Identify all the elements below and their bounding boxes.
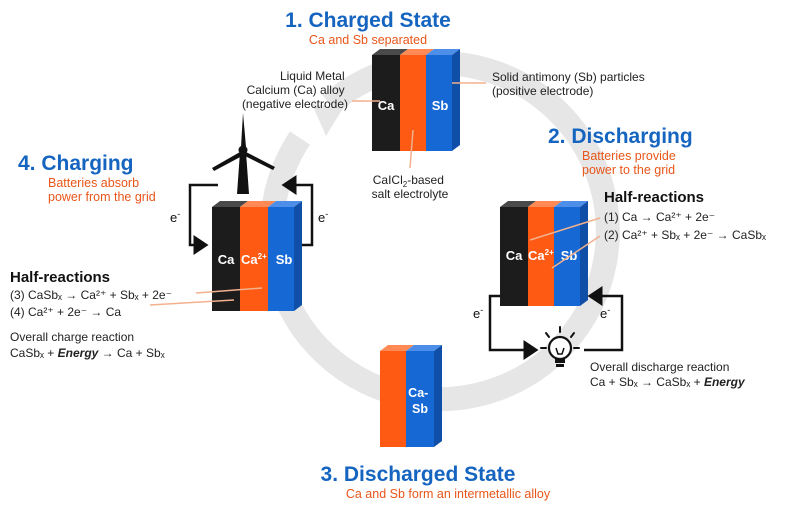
charged-label-ca: Ca — [378, 98, 395, 113]
discharged-stage: Ca- Sb 3. Discharged State Ca and Sb for… — [321, 345, 551, 501]
charged-anode-note: Liquid Metal Calcium (Ca) alloy (negativ… — [242, 69, 348, 111]
discharged-battery: Ca- Sb — [380, 345, 442, 447]
discharging-half-reactions-heading: Half-reactions — [604, 189, 704, 206]
discharging-overall-reaction: Ca + Sbₓ → CaSbₓ + Energy — [590, 375, 746, 389]
charging-half-reactions-heading: Half-reactions — [10, 269, 110, 286]
wind-turbine-icon — [212, 113, 275, 194]
discharged-subtitle: Ca and Sb form an intermetallic alloy — [346, 487, 551, 501]
charged-title: 1. Charged State — [285, 9, 451, 32]
discharging-electron-left: e- — [473, 305, 483, 321]
discharging-subtitle: Batteries provide power to the grid — [582, 149, 679, 177]
discharging-title: 2. Discharging — [548, 125, 693, 148]
charged-subtitle: Ca and Sb separated — [309, 33, 427, 47]
charging-electron-left: e- — [170, 209, 180, 225]
discharging-overall-heading: Overall discharge reaction — [590, 360, 729, 374]
charged-label-sb: Sb — [432, 98, 449, 113]
charged-state: 1. Charged State Ca and Sb separated Ca … — [242, 9, 648, 201]
discharging-circuit — [488, 286, 624, 360]
discharging-label-ca-ion: Ca2+ — [528, 248, 554, 263]
discharging-stage: 2. Discharging Batteries provide power t… — [473, 125, 766, 389]
charging-overall-reaction: CaSbₓ + Energy → Ca + Sbₓ — [10, 346, 165, 360]
discharging-reaction-1: (1) Ca → Ca²⁺ + 2e⁻ — [604, 210, 715, 224]
charging-subtitle: Batteries absorb power from the grid — [48, 176, 156, 204]
discharging-electron-right: e- — [600, 305, 610, 321]
discharging-battery: Ca Ca2+ Sb — [500, 201, 588, 306]
charging-electron-right: e- — [318, 209, 328, 225]
discharged-label: Ca- Sb — [408, 386, 432, 416]
discharged-title: 3. Discharged State — [321, 463, 516, 486]
charging-overall-heading: Overall charge reaction — [10, 330, 134, 344]
charging-label-sb: Sb — [276, 252, 293, 267]
charged-electrolyte-note: CaICl2-based salt electrolyte — [372, 173, 449, 201]
charging-battery: Ca Ca2+ Sb — [212, 201, 302, 311]
charged-battery: Ca Sb — [372, 49, 460, 151]
discharging-label-ca: Ca — [506, 248, 523, 263]
charging-title: 4. Charging — [18, 152, 134, 175]
charging-reaction-3: (3) CaSbₓ → Ca²⁺ + Sbₓ + 2e⁻ — [10, 288, 172, 302]
light-bulb-icon — [540, 326, 580, 367]
charging-stage: 4. Charging Batteries absorb power from … — [10, 113, 328, 360]
charging-reaction-4: (4) Ca²⁺ + 2e⁻ → Ca — [10, 305, 121, 319]
charged-cathode-note: Solid antimony (Sb) particles (positive … — [492, 70, 648, 98]
discharging-reaction-2: (2) Ca²⁺ + Sbₓ + 2e⁻ → CaSbₓ — [604, 228, 766, 242]
charging-label-ca-ion: Ca2+ — [241, 252, 267, 267]
charging-circuit — [188, 175, 314, 255]
charging-label-ca: Ca — [218, 252, 235, 267]
